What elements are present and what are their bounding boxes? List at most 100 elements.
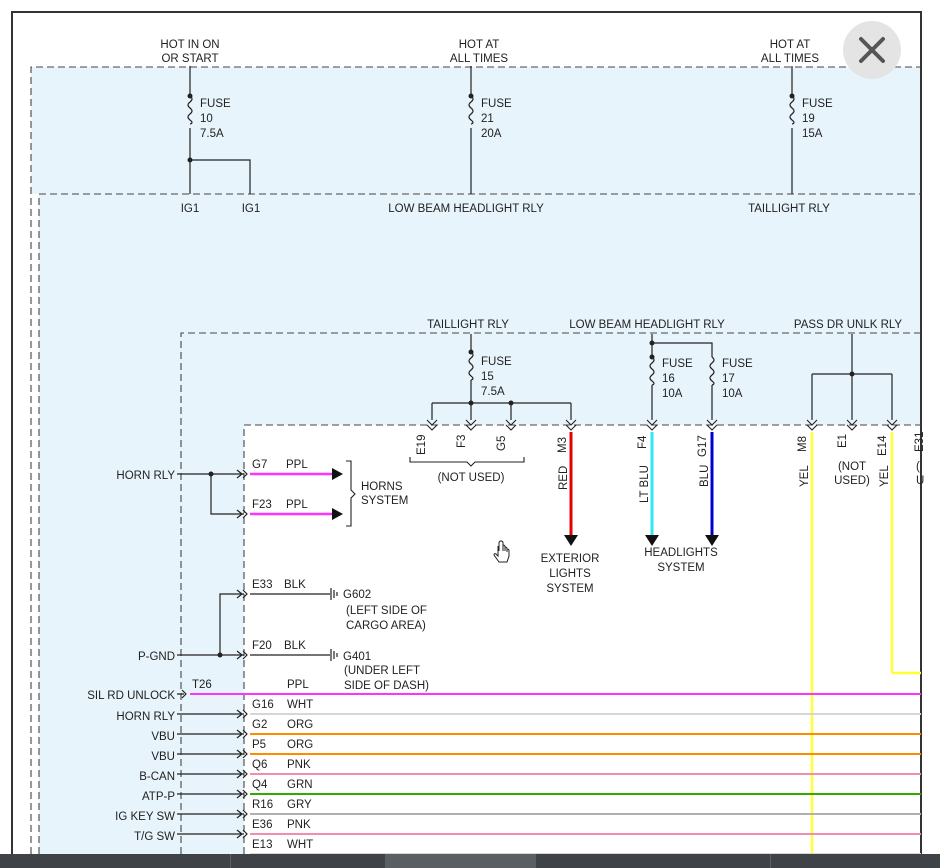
arrow-g7 [332, 468, 343, 480]
fuse-21-label: FUSE [481, 98, 512, 110]
left-vbu-1: VBU [151, 731, 175, 743]
junction-dot [468, 349, 474, 355]
row-g7-color: PPL [286, 459, 308, 471]
pin-m8: M8 [797, 436, 809, 452]
left-vbu-2: VBU [151, 751, 175, 763]
row-g2-color: ORG [287, 719, 313, 731]
exterior-lights-1: EXTERIOR [541, 553, 600, 565]
fuse-19-label: FUSE [802, 98, 833, 110]
ig1-label-a: IG1 [181, 203, 200, 215]
close-button[interactable] [843, 21, 901, 79]
fuse-17-rating: 10A [722, 388, 743, 400]
fuse-10-rating: 7.5A [200, 128, 224, 140]
junction-dot [217, 652, 223, 658]
junction-dot [508, 400, 514, 406]
taillight-rly-label: TAILLIGHT RLY [427, 319, 509, 331]
close-icon [859, 37, 885, 63]
headlights-system-2: SYSTEM [657, 562, 704, 574]
left-ig-key-sw: IG KEY SW [115, 811, 175, 823]
pin-e31-clipped: E31 [914, 432, 926, 452]
g602-note-2: CARGO AREA) [346, 620, 426, 632]
junction-dot [468, 400, 474, 406]
pin-e19: E19 [416, 435, 428, 455]
headlights-system-1: HEADLIGHTS [644, 547, 718, 559]
horns-system-2: SYSTEM [361, 495, 408, 507]
row-p5-color: ORG [287, 739, 313, 751]
row-g2-pin: G2 [252, 719, 267, 731]
pin-g17: G17 [697, 435, 709, 457]
terminal-chevrons-top [426, 419, 898, 431]
fuse-17-number: 17 [722, 373, 735, 385]
toolbar-divider [230, 854, 231, 868]
junction-dot [649, 354, 655, 360]
fuse-15-rating: 7.5A [481, 386, 505, 398]
fuse-19-number: 19 [802, 113, 815, 125]
g401-note-2: SIDE OF DASH) [344, 680, 429, 692]
wire-yel-label-a: YEL [799, 465, 811, 487]
fuse-17-label: FUSE [722, 358, 753, 370]
arrow-blu [705, 535, 719, 546]
hand-cursor-icon [493, 540, 510, 563]
e1-not-used-2: USED) [834, 475, 870, 487]
clipped-u: U [916, 475, 924, 487]
junction-dot [208, 471, 214, 477]
not-used-label: (NOT USED) [438, 472, 505, 484]
wire-blu-label: BLU [699, 465, 711, 487]
wire-lt-blu-label: LT BLU [639, 465, 651, 503]
row-e13-pin: E13 [252, 839, 272, 851]
fuse-19-rating: 15A [802, 128, 823, 140]
pin-e14: E14 [877, 435, 889, 456]
low-beam-headlight-rly-label: LOW BEAM HEADLIGHT RLY [569, 319, 725, 331]
fuse-15-wiring [431, 334, 572, 420]
not-used-bracket [409, 457, 525, 467]
junction-dot [468, 93, 474, 99]
exterior-lights-3: SYSTEM [546, 583, 593, 595]
row-e33-pin: E33 [252, 579, 272, 591]
fuse-16-rating: 10A [662, 388, 683, 400]
toolbar-active-group[interactable] [385, 854, 536, 868]
junction-dot [649, 340, 655, 346]
left-b-can: B-CAN [139, 771, 175, 783]
g602-label: G602 [343, 589, 371, 601]
hot-in-on-label: HOT IN ON [160, 39, 219, 51]
g401-label: G401 [343, 651, 371, 663]
row-q4-pin: Q4 [252, 779, 268, 791]
horns-system-1: HORNS [361, 481, 403, 493]
left-horn-rly-2: HORN RLY [116, 711, 175, 723]
row-e33-color: BLK [284, 579, 306, 591]
outer-panel-fill [31, 67, 921, 194]
ig1-label-b: IG1 [242, 203, 261, 215]
viewer-toolbar[interactable] [0, 854, 940, 868]
row-f20-color: BLK [284, 640, 306, 652]
hot-at-label-right: HOT AT [770, 39, 810, 51]
g401-note-1: (UNDER LEFT [344, 665, 420, 677]
fuse-10-label: FUSE [200, 98, 231, 110]
left-sil-rd-unlock: SIL RD UNLOCK [87, 690, 175, 702]
row-r16-color: GRY [287, 799, 312, 811]
left-feeder-wires [177, 689, 248, 839]
row-t26-color: PPL [287, 679, 309, 691]
fuse-16-label: FUSE [662, 358, 693, 370]
inner-panel-fill [244, 425, 921, 854]
left-tg-sw: T/G SW [134, 831, 175, 843]
top-fuse-wiring [187, 66, 795, 194]
pin-e1: E1 [837, 434, 849, 448]
arrow-lt-blu [645, 535, 659, 546]
wire-yel-label-b: YEL [879, 465, 891, 487]
row-g7-pin: G7 [252, 459, 267, 471]
toolbar-divider [770, 854, 771, 868]
all-times-label-right: ALL TIMES [761, 53, 819, 65]
row-f20-pin: F20 [252, 640, 272, 652]
arrow-f23 [332, 508, 343, 520]
arrow-red [564, 535, 578, 546]
left-horn-rly: HORN RLY [116, 470, 175, 482]
clipped-paren: ( [916, 461, 920, 473]
row-e36-pin: E36 [252, 819, 272, 831]
all-times-label: ALL TIMES [450, 53, 508, 65]
row-q4-color: GRN [287, 779, 313, 791]
fuse-16-number: 16 [662, 373, 675, 385]
row-f23-color: PPL [286, 499, 308, 511]
pass-dr-unlk-rly-label: PASS DR UNLK RLY [794, 319, 903, 331]
pin-g5: G5 [496, 436, 508, 451]
row-g16-color: WHT [287, 699, 313, 711]
